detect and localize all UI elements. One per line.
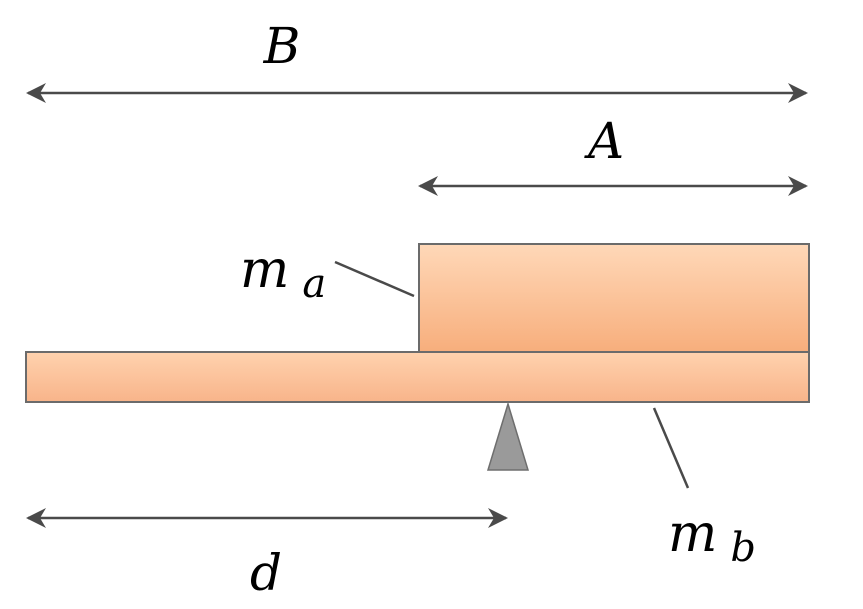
block-mass-a — [418, 243, 810, 353]
leader-line-ma — [334, 260, 415, 298]
label-ma: m a — [240, 240, 326, 307]
label-B: B — [263, 17, 301, 75]
label-mb-base: m — [668, 504, 717, 564]
label-A: A — [584, 112, 624, 170]
label-d: d — [250, 544, 282, 602]
label-ma-base: m — [240, 240, 289, 300]
label-ma-sub: a — [302, 261, 326, 307]
leader-line-mb — [652, 407, 690, 489]
pivot-fulcrum — [486, 401, 530, 471]
label-mb-sub: b — [730, 525, 756, 571]
label-mb: m b — [668, 504, 756, 571]
plank-mass-b — [25, 351, 810, 403]
